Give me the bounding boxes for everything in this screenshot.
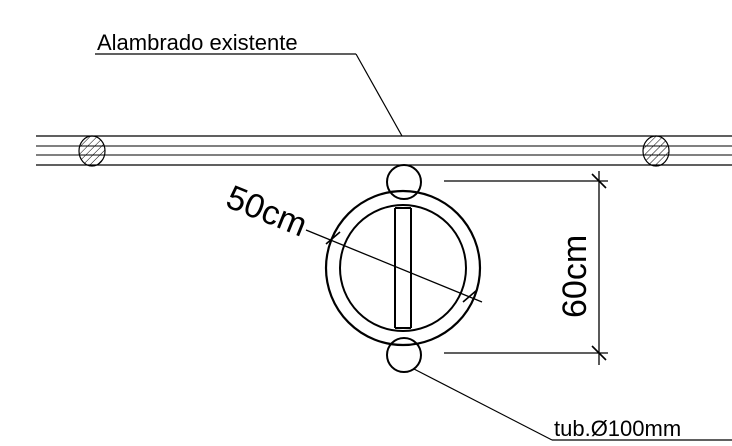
tube-top [386, 164, 422, 200]
height-tick-top [591, 173, 607, 189]
diameter-tick-right [462, 289, 478, 303]
pipe-ring [324, 189, 482, 347]
height-tick-bottom [591, 345, 607, 361]
height-label: 60cm [556, 235, 594, 318]
diameter-tick-left [325, 231, 341, 245]
pipe-outer-ring [324, 189, 482, 347]
fence-label-leader [95, 53, 403, 137]
existing-fence [36, 135, 732, 167]
diameter-dimension-line [305, 229, 483, 303]
height-dimension [444, 171, 608, 365]
pipe-inner-ring [339, 204, 467, 332]
fence-post-left [78, 135, 106, 167]
tube-label: tub.Ø100mm [554, 416, 681, 441]
fence-post-right [642, 135, 670, 167]
tube-label-leader [413, 368, 732, 441]
diameter-label: 50cm [221, 178, 312, 244]
diameter-dimension [305, 229, 483, 303]
tube-bottom [386, 337, 422, 373]
fence-label: Alambrado existente [97, 30, 298, 55]
